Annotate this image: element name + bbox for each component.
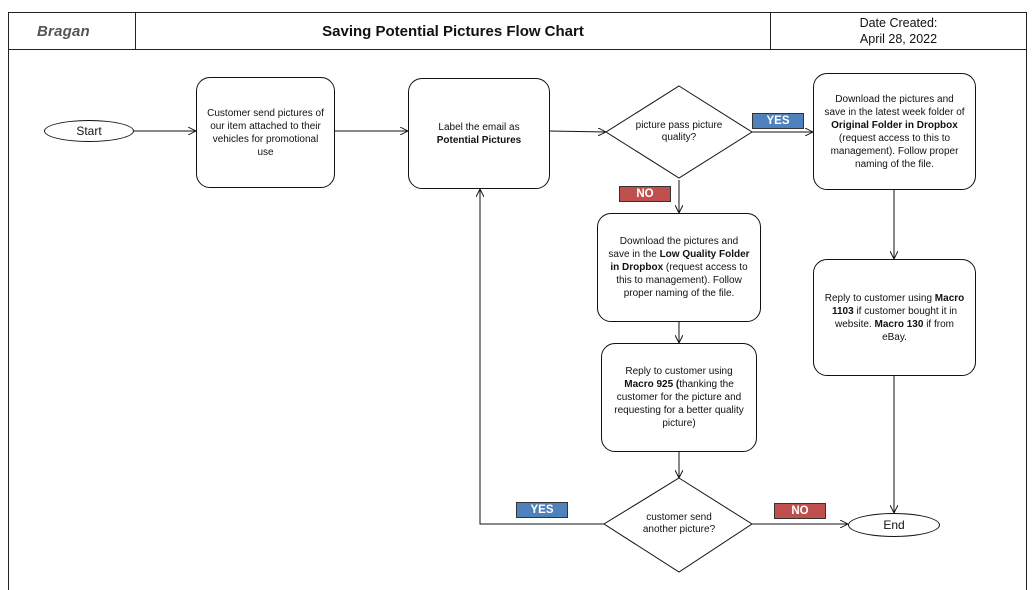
download-low-post: (request access to this to management). … <box>616 262 748 299</box>
download-original-pre: Download the pictures and save in the la… <box>824 93 965 118</box>
header-bar: Bragan Saving Potential Pictures Flow Ch… <box>8 12 1027 50</box>
label-email-pre: Label the email as <box>438 121 520 133</box>
decision-diamond-another <box>603 477 753 573</box>
download-low-text: Download the pictures and save in the Lo… <box>608 235 750 300</box>
page-title: Saving Potential Pictures Flow Chart <box>136 13 771 49</box>
start-label: Start <box>76 124 102 138</box>
end-label: End <box>883 518 905 532</box>
decision-quality-text: picture pass picture quality? <box>634 112 724 152</box>
decision-diamond-quality <box>605 85 753 179</box>
reply-1103-bold2: Macro 130 <box>874 318 924 330</box>
date-value: April 28, 2022 <box>859 32 938 46</box>
download-original-step: Download the pictures and save in the la… <box>813 73 976 190</box>
customer-send-step: Customer send pictures of our item attac… <box>196 77 335 188</box>
download-low-quality-step: Download the pictures and save in the Lo… <box>597 213 761 322</box>
reply-1103-bold: Macro 1103 <box>831 292 965 317</box>
end-terminal: End <box>848 513 940 537</box>
decision-another-label: customer send another picture? <box>642 512 716 535</box>
label-email-step: Label the email as Potential Pictures <box>408 78 550 189</box>
download-low-pre: Download the pictures and save in the <box>608 236 739 260</box>
company-logo: Bragan <box>9 13 136 49</box>
arrow-another-back-to-label <box>480 189 604 525</box>
reply-925-bold: Macro 925 ( <box>624 379 680 390</box>
no-label-another: NO <box>774 503 826 519</box>
reply-macro-1103-step: Reply to customer using Macro 1103 if cu… <box>813 259 976 376</box>
reply-1103-pre: Reply to customer using <box>824 292 933 304</box>
reply-925-post: thanking the customer for the picture an… <box>614 379 744 429</box>
reply-925-pre: Reply to customer using <box>625 366 733 377</box>
download-original-bold: Original Folder in Dropbox <box>831 119 958 131</box>
arrow-label-to-decision <box>549 131 606 132</box>
decision-quality-label: picture pass picture quality? <box>635 120 723 143</box>
download-original-post: (request access to this to management). … <box>830 132 959 170</box>
date-created: Date Created: April 28, 2022 <box>771 13 1026 49</box>
reply-1103-mid: if customer bought it in website. <box>835 305 958 330</box>
yes-label-quality: YES <box>752 113 804 129</box>
download-low-bold: Low Quality Folder in Dropbox <box>610 249 750 273</box>
reply-1103-text: Reply to customer using Macro 1103 if cu… <box>824 292 965 344</box>
yes-label-another: YES <box>516 502 568 518</box>
download-original-text: Download the pictures and save in the la… <box>824 93 965 171</box>
reply-925-text: Reply to customer using Macro 925 (thank… <box>612 365 746 430</box>
start-terminal: Start <box>44 120 134 142</box>
no-label-quality: NO <box>619 186 671 202</box>
customer-send-text: Customer send pictures of our item attac… <box>207 107 324 158</box>
reply-macro-925-step: Reply to customer using Macro 925 (thank… <box>601 343 757 452</box>
label-email-bold: Potential Pictures <box>436 134 522 146</box>
label-email-text: Label the email as Potential Pictures <box>437 121 521 147</box>
decision-another-text: customer send another picture? <box>634 504 724 544</box>
date-label: Date Created: <box>859 16 938 30</box>
reply-1103-post: if from eBay. <box>882 318 954 343</box>
